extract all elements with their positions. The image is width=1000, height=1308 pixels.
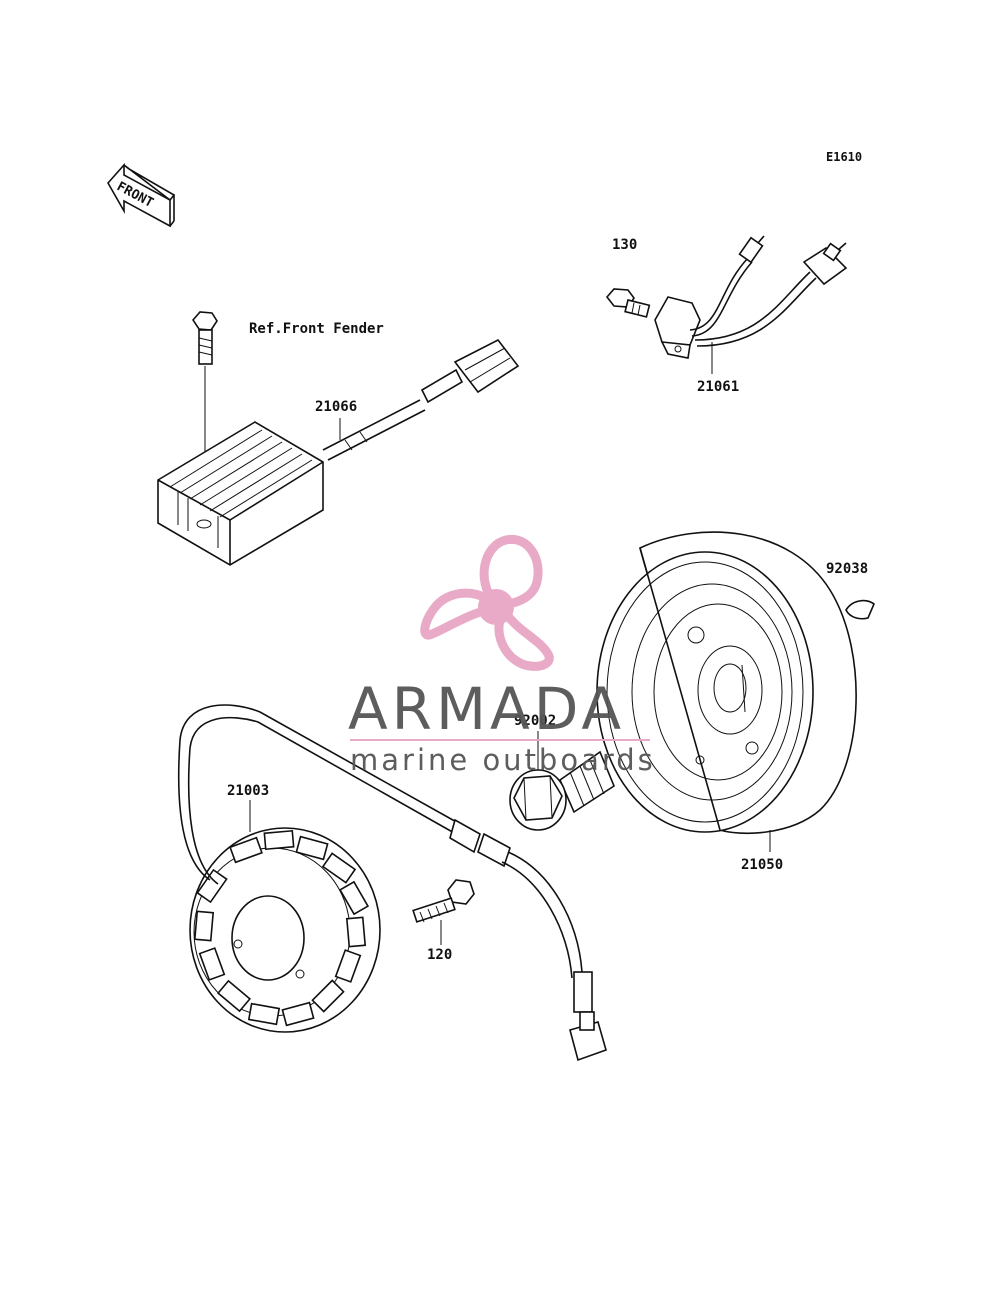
bolt-120 bbox=[412, 879, 475, 945]
part-label-21061: 21061 bbox=[697, 379, 739, 395]
bolt-regulator bbox=[191, 311, 218, 520]
part-label-130: 130 bbox=[612, 237, 637, 253]
watermark-tagline: marine outboards bbox=[350, 743, 656, 777]
flywheel-rotor-21050 bbox=[596, 531, 857, 852]
part-label-21050: 21050 bbox=[741, 857, 783, 873]
propeller-icon bbox=[420, 534, 554, 671]
part-label-21003: 21003 bbox=[227, 783, 269, 799]
pickup-coil-21061 bbox=[654, 235, 848, 374]
armada-logo: ARMADA marine outboards bbox=[348, 534, 656, 777]
part-label-92038: 92038 bbox=[826, 561, 868, 577]
regulator-rectifier-21066 bbox=[157, 338, 520, 566]
watermark-brand: ARMADA bbox=[348, 675, 625, 743]
part-label-92002: 92002 bbox=[514, 713, 556, 729]
diagram-code: E1610 bbox=[826, 150, 862, 164]
part-label-120: 120 bbox=[427, 947, 452, 963]
reference-note-front-fender: Ref.Front Fender bbox=[249, 321, 384, 337]
part-label-21066: 21066 bbox=[315, 399, 357, 415]
stator-21003 bbox=[177, 704, 607, 1062]
front-arrow-icon: FRONT bbox=[107, 162, 176, 228]
bolt-130 bbox=[605, 288, 651, 318]
woodruff-key-92038 bbox=[845, 599, 875, 620]
